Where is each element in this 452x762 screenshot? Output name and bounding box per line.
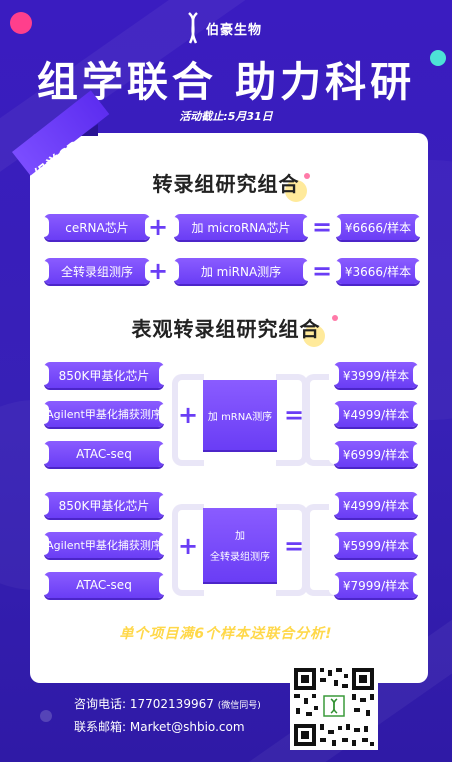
decor-dot-pink <box>10 12 32 34</box>
combo-item: 850K甲基化芯片 <box>39 492 169 518</box>
headline: 组学联合 助力科研 <box>36 58 416 106</box>
price-tag: ¥6666/样本 <box>331 214 425 240</box>
decor-dot <box>304 173 310 179</box>
bracket-left <box>304 504 336 596</box>
section2-title: 表观转录组研究组合 <box>131 317 321 341</box>
qr-code[interactable] <box>290 664 378 750</box>
price-tag: ¥7999/样本 <box>329 572 423 598</box>
decor-dot <box>332 315 338 321</box>
deadline: 活动截止:5月31日 <box>179 110 273 123</box>
decor-dot <box>285 180 307 202</box>
combo-item: ceRNA芯片 <box>39 214 155 240</box>
price-tag: ¥4999/样本 <box>329 492 423 518</box>
combo-addon-label: 加 mRNA测序 <box>207 411 273 423</box>
bracket-left <box>172 504 204 596</box>
brand-name: 伯豪生物 <box>206 22 263 38</box>
plus-sign: + <box>177 401 199 429</box>
bracket-left <box>172 374 204 466</box>
brand-logo: 伯豪生物 <box>186 12 262 44</box>
combo-item: Agilent甲基化捕获测序 <box>39 401 169 427</box>
price-tag: ¥5999/样本 <box>329 532 423 558</box>
dna-icon <box>188 12 198 44</box>
plus-sign: + <box>177 532 199 560</box>
section-title: 表观转录组研究组合 <box>0 313 452 347</box>
combo-item: 全转录组测序 <box>39 258 155 284</box>
combo-item: 850K甲基化芯片 <box>39 362 169 388</box>
plus-sign: + <box>147 257 169 285</box>
combo-addon: 加 miRNA测序 <box>169 258 313 284</box>
section-title: 转录组研究组合 <box>0 168 452 202</box>
combo-addon: 加 全转录组测序 <box>203 508 277 582</box>
price-tag: ¥3666/样本 <box>331 258 425 284</box>
equals-sign: = <box>283 401 305 429</box>
combo-item: Agilent甲基化捕获测序 <box>39 532 169 558</box>
price-tag: ¥6999/样本 <box>329 441 423 467</box>
bracket-left <box>304 374 336 466</box>
price-tag: ¥3999/样本 <box>329 362 423 388</box>
contact-phone: 咨询电话: 17702139967 (微信同号) <box>74 695 261 712</box>
section1-title: 转录组研究组合 <box>152 172 300 196</box>
price-tag: ¥4999/样本 <box>329 401 423 427</box>
qr-code-icon <box>294 668 374 746</box>
phone-number[interactable]: 17702139967 <box>129 697 214 711</box>
combo-item: ATAC-seq <box>39 572 169 598</box>
decor-dot <box>40 710 52 722</box>
promo-slogan: 单个项目满6个样本送联合分析! <box>119 626 333 642</box>
phone-label: 咨询电话: <box>74 697 127 711</box>
contact-email: 联系邮箱: Market@shbio.com <box>74 718 245 735</box>
email-address[interactable]: Market@shbio.com <box>129 720 245 734</box>
combo-addon: 加 mRNA测序 <box>203 380 277 450</box>
email-label: 联系邮箱: <box>74 720 127 734</box>
combo-addon-line2: 全转录组测序 <box>210 552 270 563</box>
plus-sign: + <box>147 213 169 241</box>
equals-sign: = <box>311 213 333 241</box>
decor-dot-teal <box>430 50 446 66</box>
combo-item: ATAC-seq <box>39 441 169 467</box>
equals-sign: = <box>283 532 305 560</box>
decor-dot <box>303 325 325 347</box>
combo-addon: 加 microRNA芯片 <box>169 214 313 240</box>
phone-note: (微信同号) <box>217 701 261 711</box>
combo-addon-line1: 加 <box>235 531 245 542</box>
equals-sign: = <box>311 257 333 285</box>
